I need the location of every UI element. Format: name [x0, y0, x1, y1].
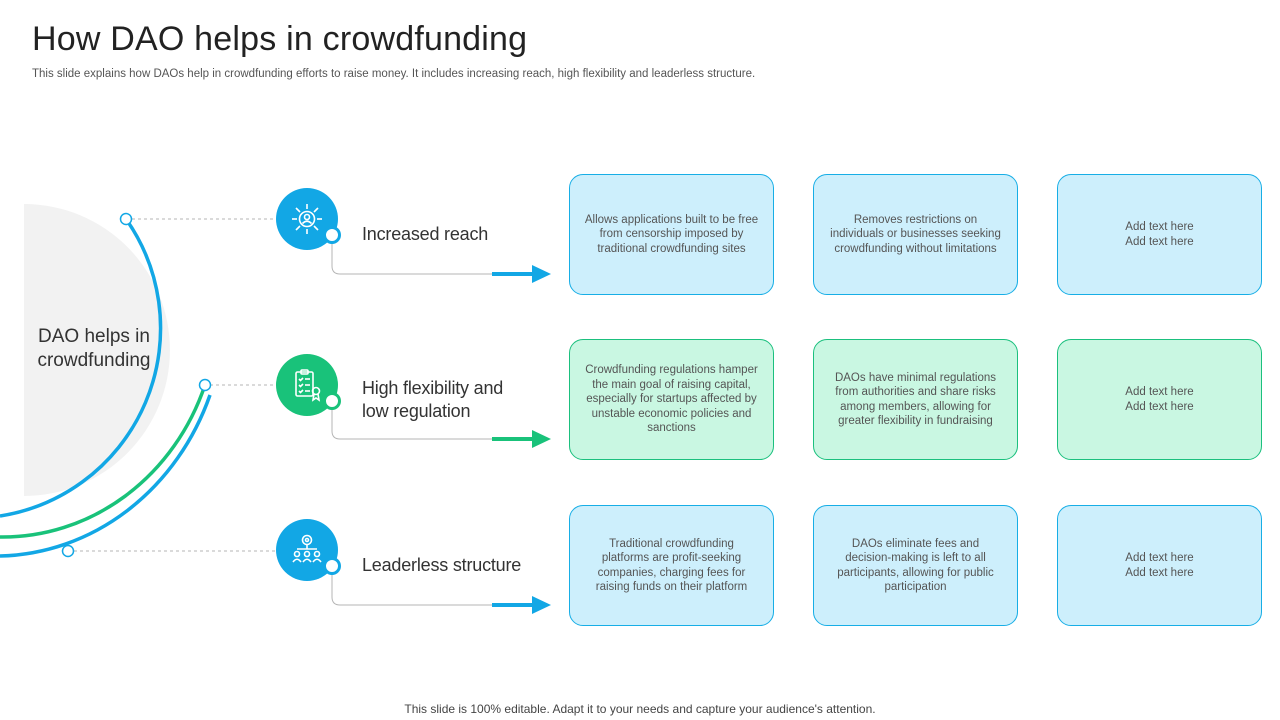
elbow-row2 — [331, 405, 495, 440]
arrow-row2 — [492, 430, 551, 448]
arc-dot-row2 — [198, 378, 212, 392]
arc-dot-row3 — [61, 544, 75, 558]
arrow-row3 — [492, 596, 551, 614]
card-row3-col1: Traditional crowdfunding platforms are p… — [569, 505, 774, 626]
page-subtitle: This slide explains how DAOs help in cro… — [32, 68, 756, 80]
card-row2-col1: Crowdfunding regulations hamper the main… — [569, 339, 774, 460]
arrow-row1 — [492, 265, 551, 283]
row3-connector-dot — [323, 557, 341, 575]
elbow-row3 — [331, 571, 495, 606]
row2-label: High flexibility and low regulation — [362, 378, 504, 421]
arc-dot-row1 — [119, 212, 133, 226]
card-row1-col1: Allows applications built to be free fro… — [569, 174, 774, 295]
row2-connector-dot — [323, 392, 341, 410]
row1-connector-dot — [323, 226, 341, 244]
page-title: How DAO helps in crowdfunding — [32, 20, 528, 58]
row3-label: Leaderless structure — [362, 555, 522, 575]
blue-arc-bottom — [0, 394, 212, 558]
card-row1-col2: Removes restrictions on individuals or b… — [813, 174, 1018, 295]
hub-label: DAO helps in crowdfunding — [37, 326, 151, 371]
green-arc — [0, 384, 207, 539]
elbow-row1 — [331, 240, 495, 275]
row1-label: Increased reach — [362, 224, 489, 244]
blue-arc-top — [0, 217, 163, 518]
footer-note: This slide is 100% editable. Adapt it to… — [404, 702, 876, 716]
card-row3-col2: DAOs eliminate fees and decision-making … — [813, 505, 1018, 626]
card-row2-col2: DAOs have minimal regulations from autho… — [813, 339, 1018, 460]
